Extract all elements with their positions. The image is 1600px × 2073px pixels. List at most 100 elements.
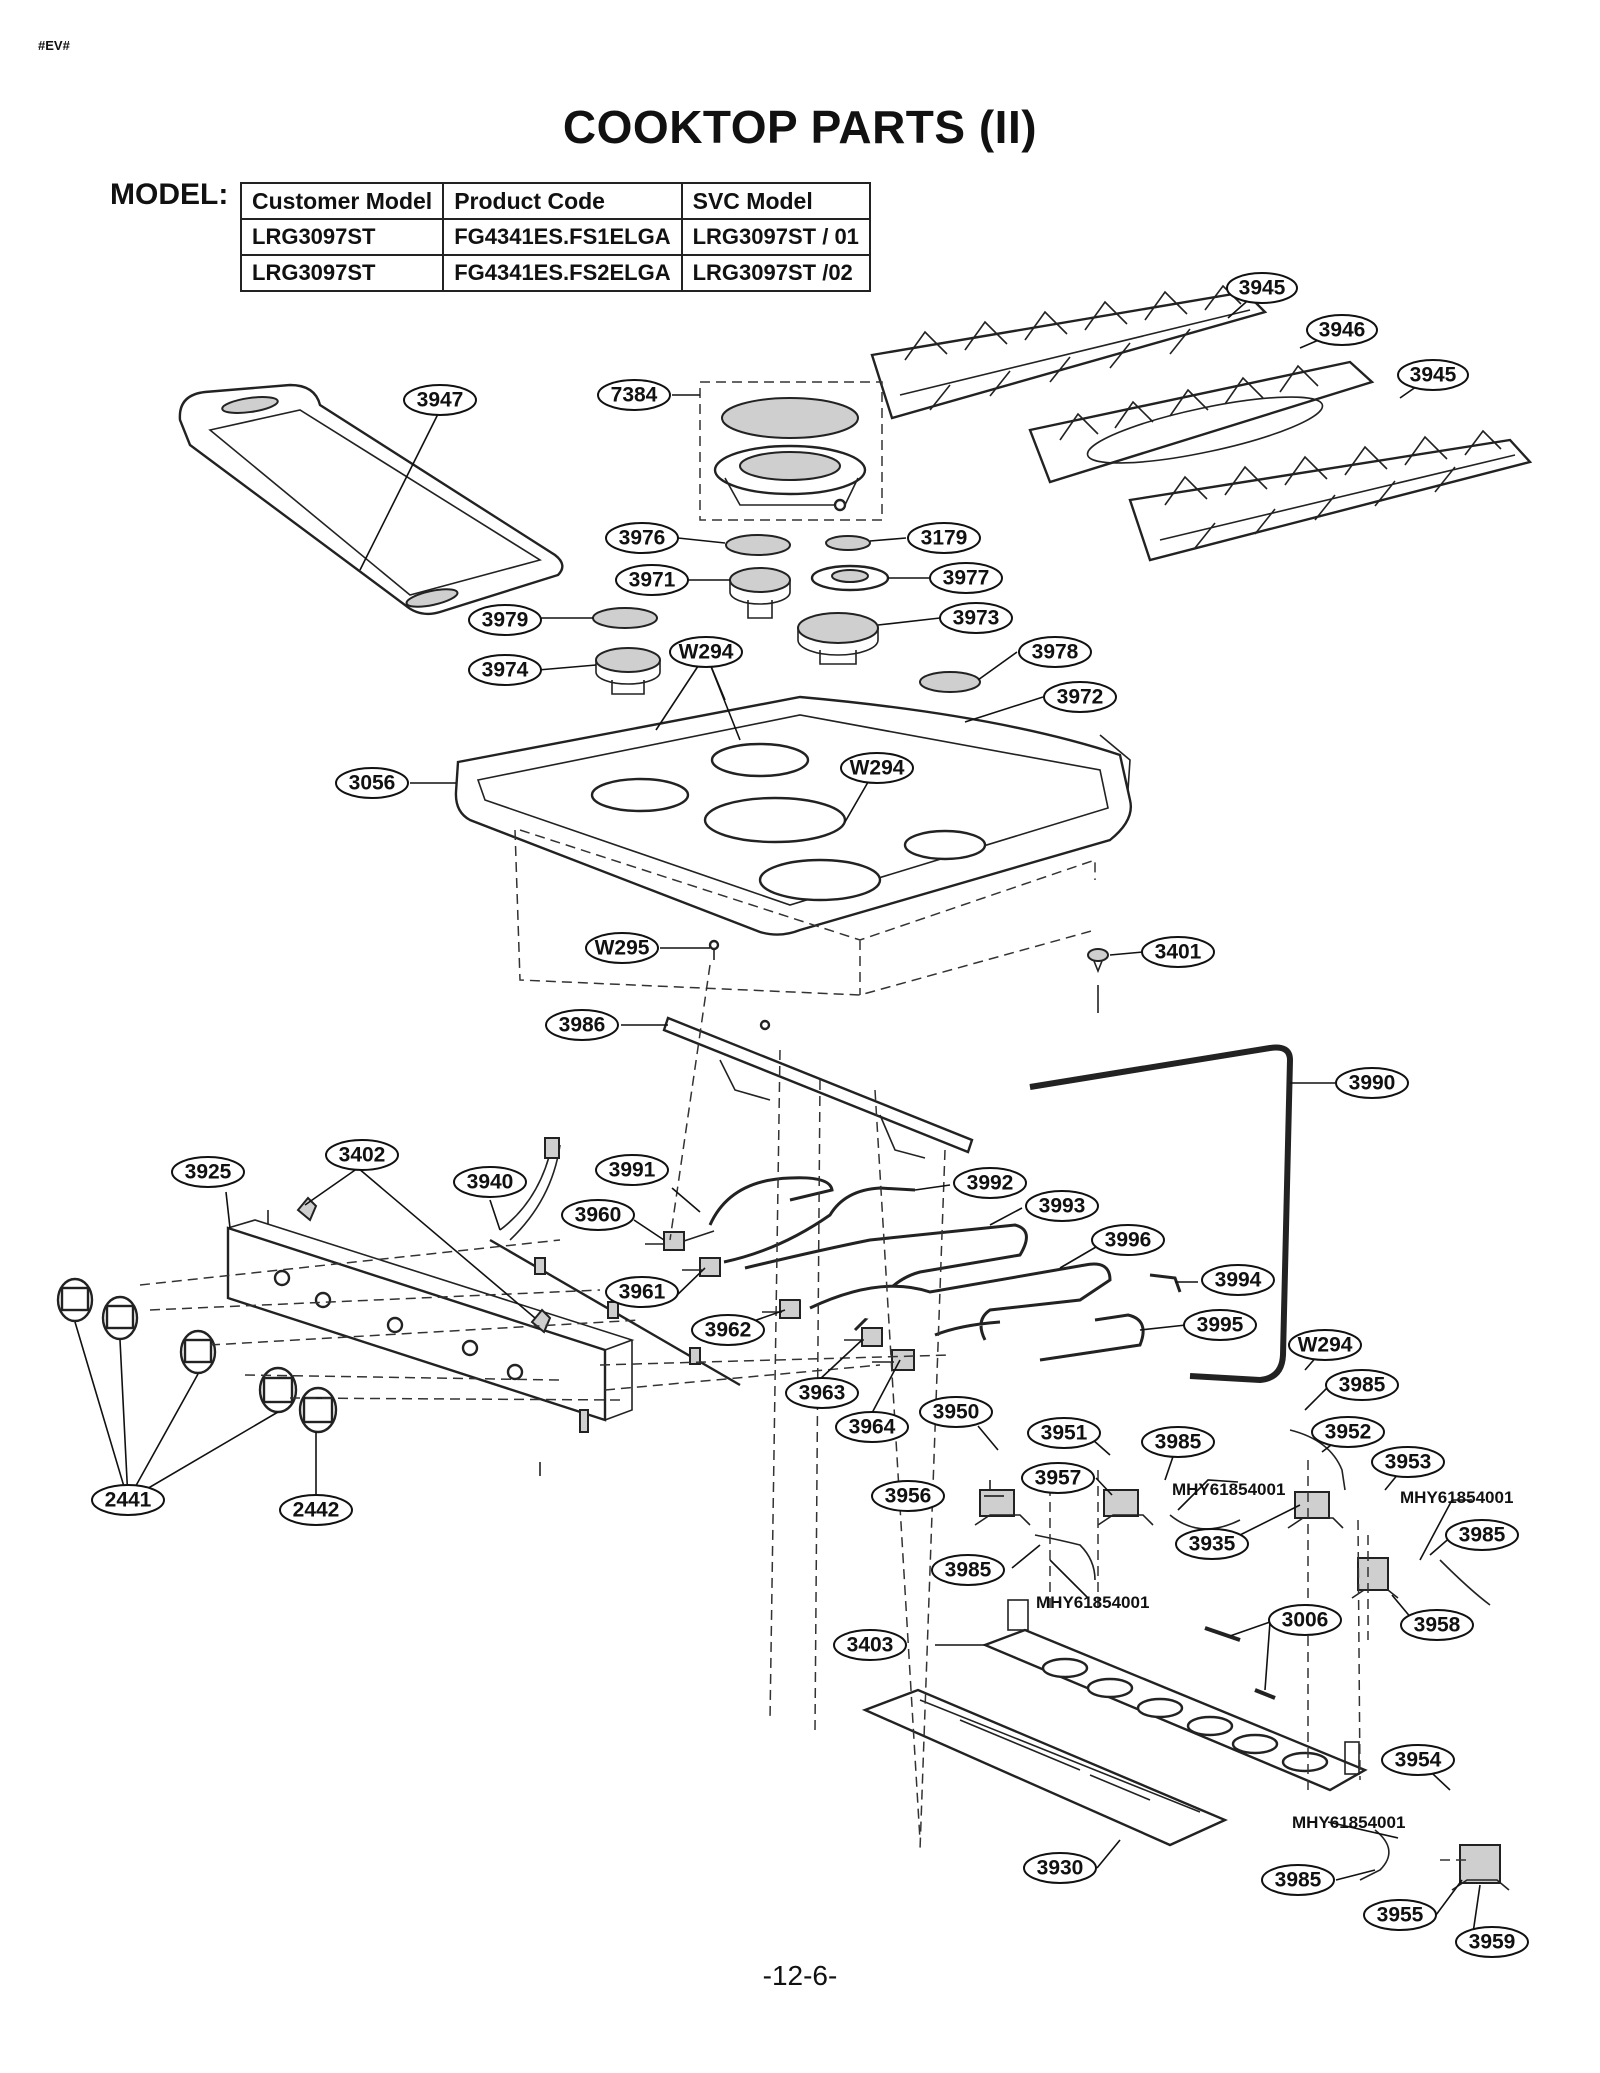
svg-text:3955: 3955 — [1377, 1904, 1424, 1927]
callout-w294: W294 — [840, 752, 914, 784]
svg-text:3977: 3977 — [943, 567, 990, 590]
svg-text:3991: 3991 — [609, 1159, 656, 1182]
bottom-tray — [861, 1688, 1228, 1847]
burner-head-3974 — [595, 647, 661, 695]
oval-burner-assembly — [699, 381, 883, 521]
svg-text:3985: 3985 — [1459, 1524, 1506, 1547]
svg-text:3403: 3403 — [847, 1634, 894, 1657]
svg-text:3993: 3993 — [1039, 1195, 1086, 1218]
svg-text:3056: 3056 — [349, 772, 396, 795]
svg-text:3986: 3986 — [559, 1014, 606, 1037]
griddle-tray — [178, 383, 564, 616]
svg-text:3973: 3973 — [953, 607, 1000, 630]
callout-w295: W295 — [585, 932, 659, 964]
burner-cap-3979 — [592, 607, 658, 629]
svg-text:3985: 3985 — [1339, 1374, 1386, 1397]
callout-3402: 3402 — [325, 1139, 399, 1171]
callout-3959: 3959 — [1455, 1926, 1529, 1958]
burner-head-3973 — [797, 612, 879, 665]
svg-text:3990: 3990 — [1349, 1072, 1396, 1095]
svg-text:3972: 3972 — [1057, 686, 1104, 709]
model-table-header-row: Customer Model Product Code SVC Model — [239, 182, 871, 220]
burner-cap-3978 — [919, 671, 981, 693]
callout-3979: 3979 — [468, 604, 542, 636]
callout-3986: 3986 — [545, 1009, 619, 1041]
callout-3977: 3977 — [929, 562, 1003, 594]
svg-text:3985: 3985 — [945, 1559, 992, 1582]
callout-3991: 3991 — [595, 1154, 669, 1186]
svg-text:3179: 3179 — [921, 527, 968, 550]
svg-text:3951: 3951 — [1041, 1422, 1088, 1445]
callout-3935: 3935 — [1175, 1528, 1249, 1560]
callout-3946: 3946 — [1306, 314, 1378, 346]
callout-3964: 3964 — [835, 1411, 909, 1443]
svg-text:3978: 3978 — [1032, 641, 1079, 664]
callout-3956: 3956 — [871, 1480, 945, 1512]
svg-text:3963: 3963 — [799, 1382, 846, 1405]
svg-text:3985: 3985 — [1155, 1431, 1202, 1454]
callout-w294: W294 — [669, 636, 743, 668]
svg-text:3976: 3976 — [619, 527, 666, 550]
callout-3952: 3952 — [1311, 1416, 1385, 1448]
svg-text:3979: 3979 — [482, 609, 529, 632]
svg-text:W294: W294 — [679, 641, 734, 664]
callout-3978: 3978 — [1018, 636, 1092, 668]
callout-3971: 3971 — [615, 564, 689, 596]
document-tag: #EV# — [38, 38, 70, 53]
callout-3945: 3945 — [1397, 359, 1469, 391]
callout-3963: 3963 — [785, 1377, 859, 1409]
burner-head-3977 — [810, 564, 890, 592]
callout-3976: 3976 — [605, 522, 679, 554]
svg-text:3956: 3956 — [885, 1485, 932, 1508]
callout-2441: 2441 — [91, 1484, 165, 1516]
callout-3179: 3179 — [907, 522, 981, 554]
svg-text:3947: 3947 — [417, 389, 464, 412]
column-header-product-code: Product Code — [442, 182, 683, 220]
svg-text:3952: 3952 — [1325, 1421, 1372, 1444]
callout-3951: 3951 — [1027, 1417, 1101, 1449]
callout-3961: 3961 — [605, 1276, 679, 1308]
callout-3962: 3962 — [691, 1314, 765, 1346]
gas-valve — [762, 1299, 801, 1319]
callout-3950: 3950 — [919, 1396, 993, 1428]
callout-3995: 3995 — [1183, 1309, 1257, 1341]
callout-3955: 3955 — [1363, 1899, 1437, 1931]
part-number-mhy61854001: MHY61854001 — [1400, 1488, 1513, 1507]
product-code-cell: FG4341ES.FS1ELGA — [442, 218, 683, 256]
part-number-mhy61854001: MHY61854001 — [1036, 1593, 1149, 1612]
callout-3985: 3985 — [1141, 1426, 1215, 1458]
part-number-mhy61854001: MHY61854001 — [1172, 1480, 1285, 1499]
control-knob — [298, 1386, 338, 1434]
burner-cap-3179 — [825, 535, 871, 551]
svg-text:3935: 3935 — [1189, 1533, 1236, 1556]
burner-grate-center — [1028, 360, 1375, 484]
cooktop-main-top — [454, 695, 1132, 996]
page-title: COOKTOP PARTS (II) — [562, 101, 1038, 153]
gas-valve — [682, 1257, 721, 1277]
model-label: MODEL: — [110, 178, 229, 211]
svg-text:3946: 3946 — [1319, 319, 1366, 342]
callout-3996: 3996 — [1091, 1224, 1165, 1256]
svg-text:3950: 3950 — [933, 1401, 980, 1424]
svg-text:3958: 3958 — [1414, 1614, 1461, 1637]
svg-text:W295: W295 — [595, 937, 650, 960]
column-header-customer-model: Customer Model — [239, 182, 445, 220]
product-code-cell: FG4341ES.FS2ELGA — [442, 254, 683, 292]
callout-3985: 3985 — [931, 1554, 1005, 1586]
svg-text:3995: 3995 — [1197, 1314, 1244, 1337]
gas-valve — [645, 1230, 715, 1251]
svg-text:3401: 3401 — [1155, 941, 1202, 964]
callout-3985: 3985 — [1325, 1369, 1399, 1401]
callout-3994: 3994 — [1201, 1264, 1275, 1296]
svg-text:3971: 3971 — [629, 569, 676, 592]
svg-text:3945: 3945 — [1239, 277, 1286, 300]
control-panel — [226, 1210, 635, 1476]
svg-text:3962: 3962 — [705, 1319, 752, 1342]
gas-tube-main — [1029, 1044, 1294, 1384]
control-knob — [258, 1366, 298, 1414]
callout-3992: 3992 — [953, 1167, 1027, 1199]
callout-7384: 7384 — [597, 379, 671, 411]
svg-text:3945: 3945 — [1410, 364, 1457, 387]
control-knob — [179, 1329, 217, 1375]
